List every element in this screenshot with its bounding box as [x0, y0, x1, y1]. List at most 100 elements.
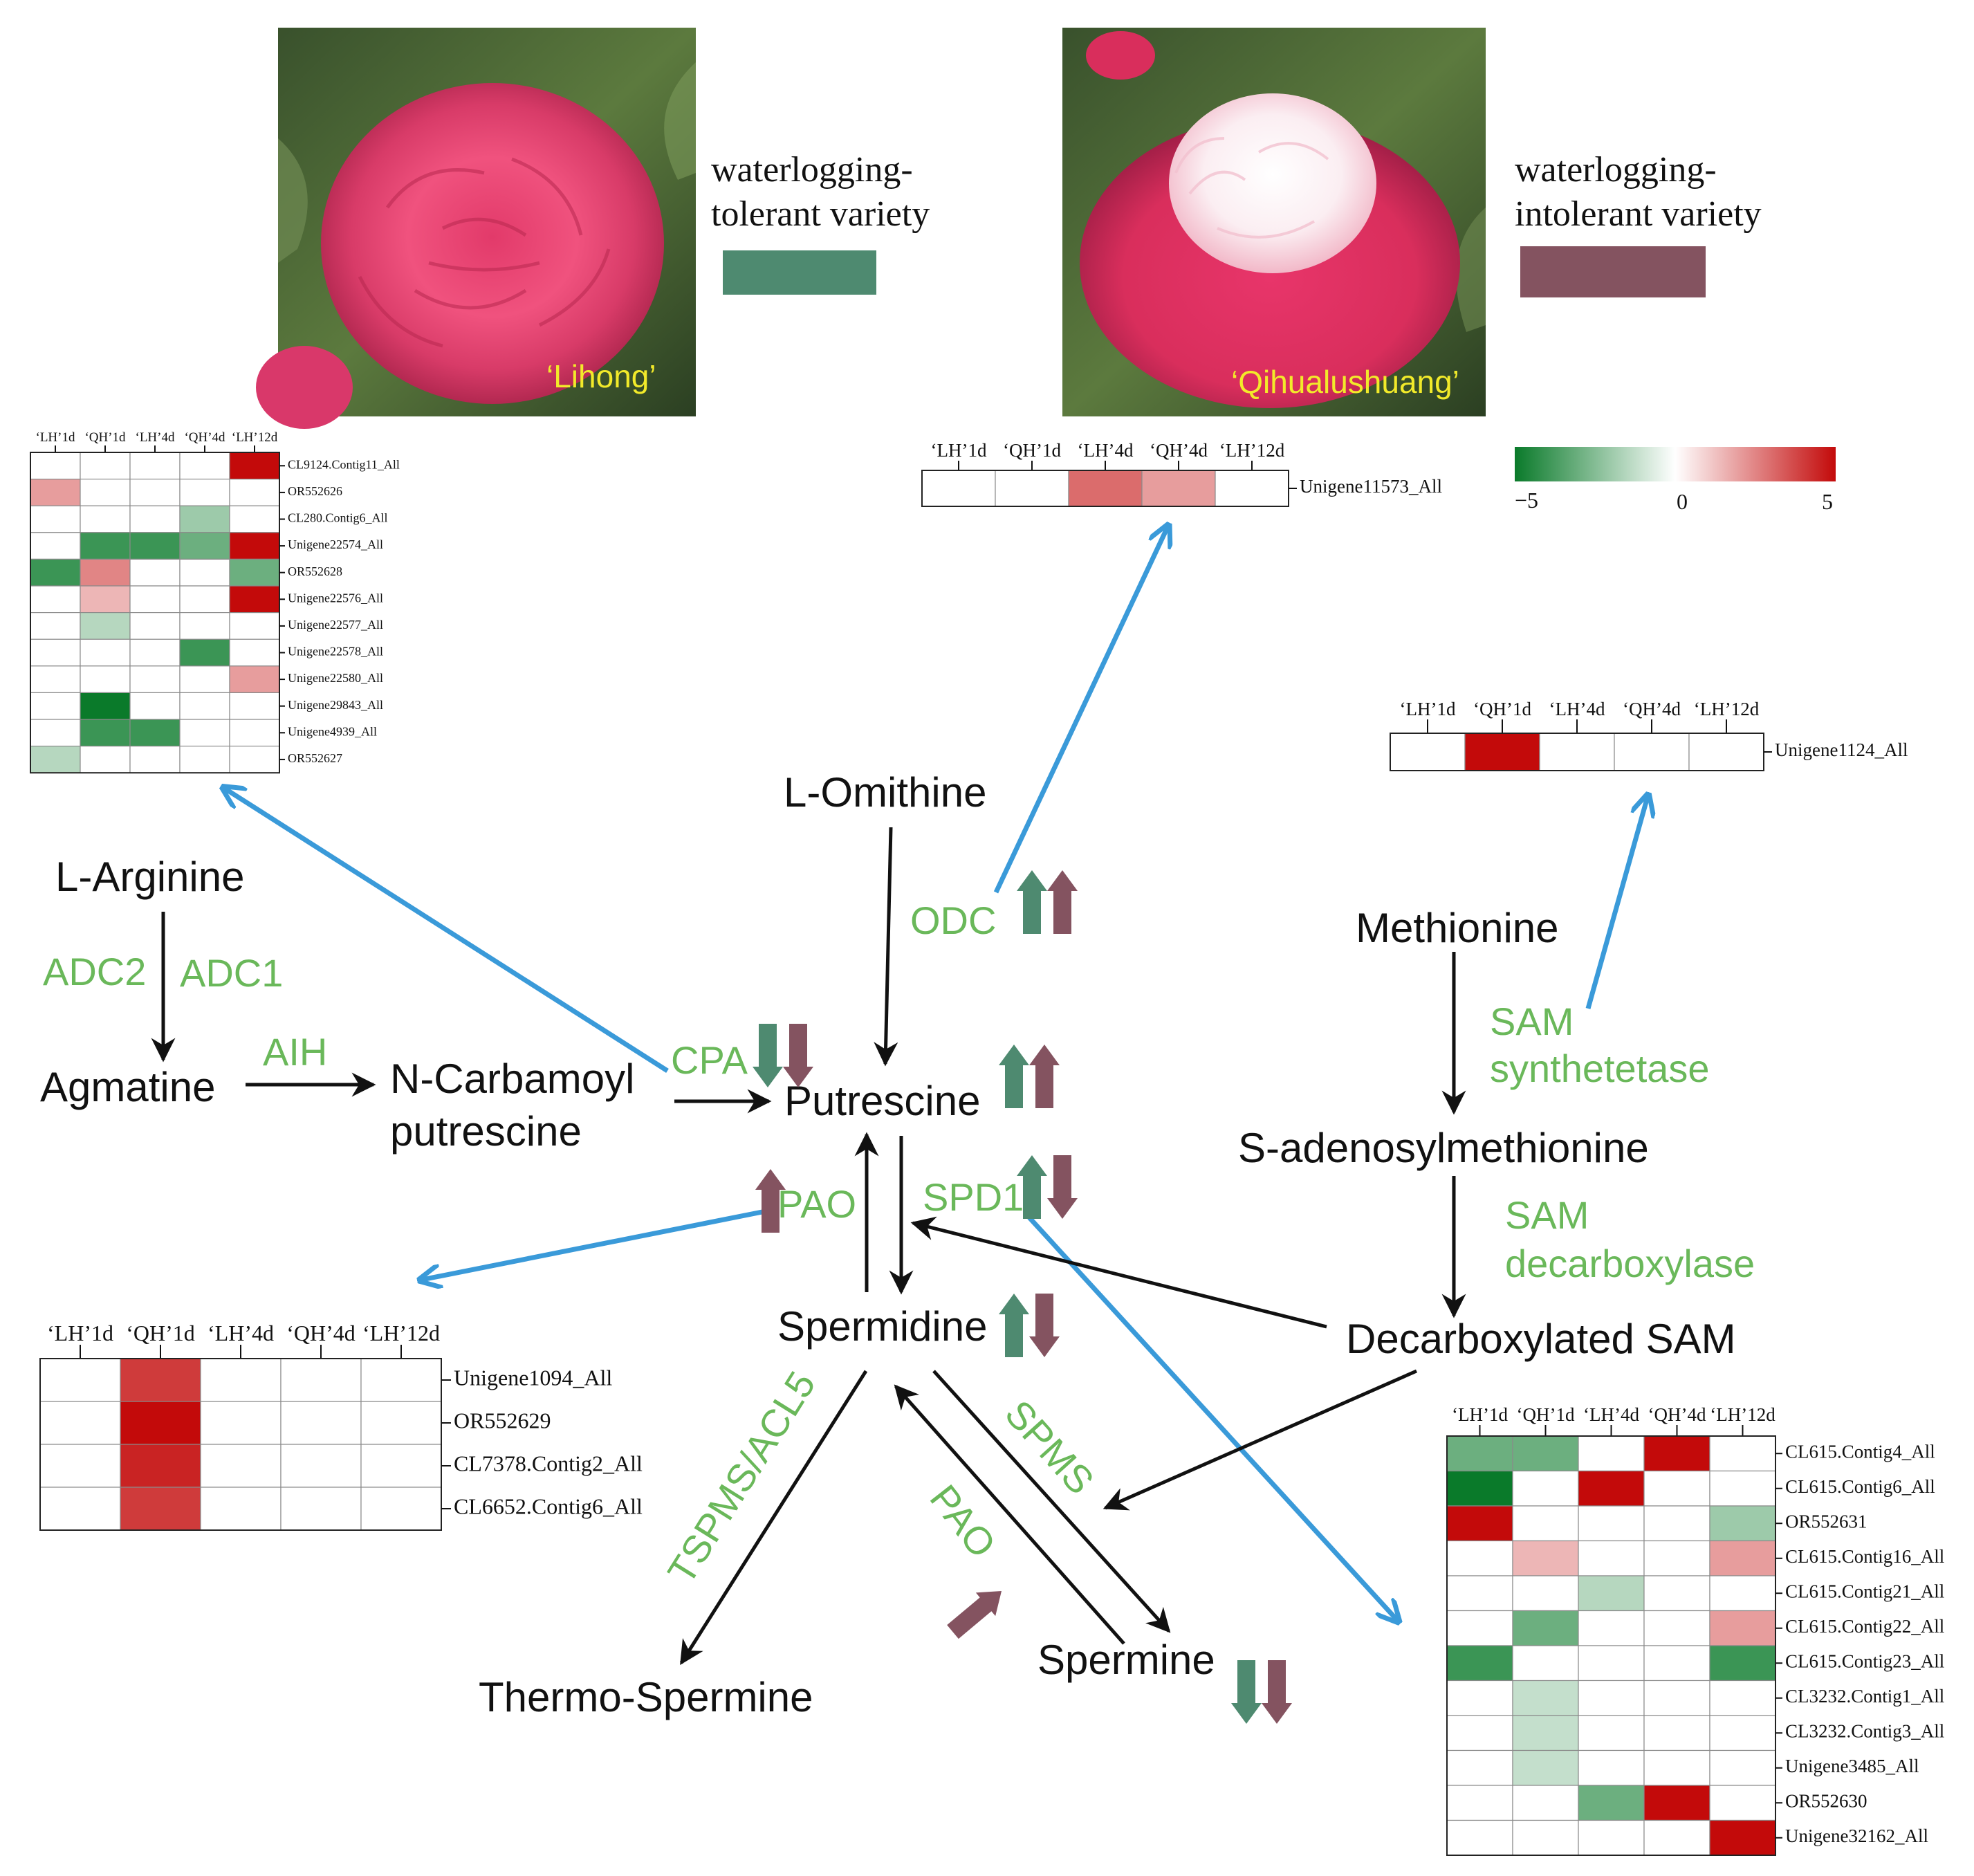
heatmap-cell — [30, 478, 81, 506]
compound-n-carbamoyl: N-Carbamoyl — [390, 1056, 634, 1102]
heatmap-cell — [30, 638, 81, 667]
heatmap-cell — [1709, 1470, 1776, 1507]
compound-spermine: Spermine — [1037, 1637, 1215, 1683]
heatmap-cell — [229, 585, 280, 614]
photo-qihualushuang: ‘Qihualushuang’ — [1062, 28, 1486, 416]
regulation-arrow-intolerant-up — [1047, 870, 1078, 934]
heatmap-cell — [229, 611, 280, 640]
column-header: ‘LH’1d — [47, 1321, 113, 1345]
heatmap-cell — [129, 532, 181, 560]
heatmap-cell — [1446, 1749, 1513, 1786]
column-header: ‘LH’12d — [1710, 1404, 1775, 1425]
heatmap-cell — [1512, 1575, 1579, 1612]
link-arrow-pao — [422, 1208, 770, 1280]
heatmap-cell — [1643, 1470, 1710, 1507]
petal-fringe — [1174, 137, 1329, 239]
heatmap-cell — [129, 558, 181, 587]
heatmap-cell — [229, 532, 280, 560]
link-arrow-sam-synthetase — [1585, 797, 1648, 1009]
heatmap-cell — [30, 745, 81, 773]
heatmap-cell — [1643, 1610, 1710, 1646]
heatmap-cell — [1709, 1680, 1776, 1716]
column-header: ‘LH’4d — [1549, 699, 1605, 719]
heatmap-cell — [30, 558, 81, 587]
enzyme-sam-synthetase-1: SAM — [1490, 1000, 1574, 1043]
column-header: ‘LH’12d — [1694, 699, 1760, 719]
link-arrow-spd1 — [1027, 1215, 1397, 1620]
heatmap-cell — [1141, 470, 1216, 507]
heatmap-cell — [120, 1487, 201, 1531]
regulation-arrow-tolerant-down — [753, 1024, 783, 1087]
heatmap-cell — [921, 470, 996, 507]
heatmap-cell — [360, 1487, 442, 1531]
heatmap-cell — [1709, 1575, 1776, 1612]
regulation-arrow-tolerant-up — [999, 1294, 1029, 1357]
regulation-arrow-tolerant-down — [1231, 1660, 1262, 1724]
row-label: Unigene11573_All — [1300, 476, 1442, 497]
heatmap-cell — [1578, 1505, 1645, 1542]
heatmap-cell — [360, 1358, 442, 1402]
heatmap-cell — [229, 745, 280, 773]
column-header: ‘LH’12d — [1219, 440, 1285, 461]
heatmap-cell — [179, 558, 230, 587]
heatmap-cell — [1512, 1610, 1579, 1646]
heatmap-cell — [1643, 1645, 1710, 1682]
enzyme-adc1: ADC1 — [180, 951, 283, 995]
heatmap-cell — [80, 532, 131, 560]
photo-lihong: ‘Lihong’ — [256, 28, 696, 429]
arrow-dcsam-spermine-branch — [1103, 1369, 1418, 1511]
heatmap-cpa: ‘LH’1d‘QH’1d‘LH’4d‘QH’4d‘LH’12dCL9124.Co… — [30, 430, 400, 774]
compound-l-arginine: L-Arginine — [55, 854, 245, 900]
enzyme-sam-synthetase-2: synthetetase — [1490, 1047, 1710, 1090]
row-label: CL7378.Contig2_All — [454, 1451, 643, 1475]
column-header: ‘QH’1d — [1003, 440, 1061, 461]
heatmap-cell — [995, 470, 1069, 507]
regulation-arrow-intolerant-down — [783, 1024, 813, 1087]
heatmap-cell — [179, 452, 230, 480]
heatmap-cell — [30, 505, 81, 533]
arrow-spermidine-thermospermine — [679, 1370, 868, 1665]
compound-l-ornithine: L-Omithine — [784, 769, 986, 816]
enzyme-sam-decarboxylase-1: SAM — [1505, 1193, 1589, 1237]
heatmap-cell — [1578, 1540, 1645, 1576]
column-header: ‘LH’12d — [362, 1321, 440, 1345]
heatmap-cell — [1578, 1575, 1645, 1612]
heatmap-cell — [30, 585, 81, 614]
heatmap-cell — [179, 692, 230, 720]
row-label: CL280.Contig6_All — [288, 511, 388, 525]
regulation-arrow-tolerant-up — [1017, 1155, 1047, 1219]
heatmap-cell — [1614, 733, 1690, 771]
heatmap-cell — [129, 719, 181, 747]
arrow-spermidine-spermine — [932, 1370, 1171, 1633]
heatmap-cell — [200, 1444, 282, 1488]
heatmap-cell — [1512, 1680, 1579, 1716]
compound-decarboxylated-sam: Decarboxylated SAM — [1346, 1316, 1736, 1362]
row-label: OR552627 — [288, 751, 342, 765]
heatmap-cell — [1709, 1645, 1776, 1682]
arrow-dcsam-putrescine-branch — [910, 1216, 1327, 1329]
petal-texture — [358, 157, 611, 348]
legend-tolerant-line2: tolerant variety — [711, 194, 930, 234]
column-header: ‘LH’1d — [1452, 1404, 1508, 1425]
column-header: ‘QH’4d — [286, 1321, 356, 1345]
column-header: ‘LH’1d — [36, 430, 75, 445]
enzyme-spd1: SPD1 — [923, 1175, 1024, 1219]
heatmap-cell — [80, 638, 131, 667]
column-header: ‘QH’4d — [184, 430, 225, 445]
heatmap-cell — [1643, 1819, 1710, 1856]
heatmap-pao: ‘LH’1d‘QH’1d‘LH’4d‘QH’4d‘LH’12dUnigene10… — [39, 1321, 643, 1531]
heatmap-cell — [1512, 1715, 1579, 1751]
column-header: ‘QH’1d — [1473, 699, 1531, 719]
heatmap-cell — [1512, 1749, 1579, 1786]
photo-label-qihualushuang: ‘Qihualushuang’ — [1231, 364, 1459, 400]
heatmap-cell — [200, 1401, 282, 1445]
heatmap-spd1: ‘LH’1d‘QH’1d‘LH’4d‘QH’4d‘LH’12dCL615.Con… — [1446, 1404, 1944, 1856]
color-scale-min: −5 — [1515, 488, 1538, 513]
row-label: Unigene4939_All — [288, 724, 377, 738]
row-label: Unigene1124_All — [1775, 739, 1908, 760]
heatmap-cell — [120, 1444, 201, 1488]
heatmap-cell — [1390, 733, 1466, 771]
row-label: OR552626 — [288, 484, 342, 498]
row-label: OR552631 — [1785, 1511, 1867, 1532]
